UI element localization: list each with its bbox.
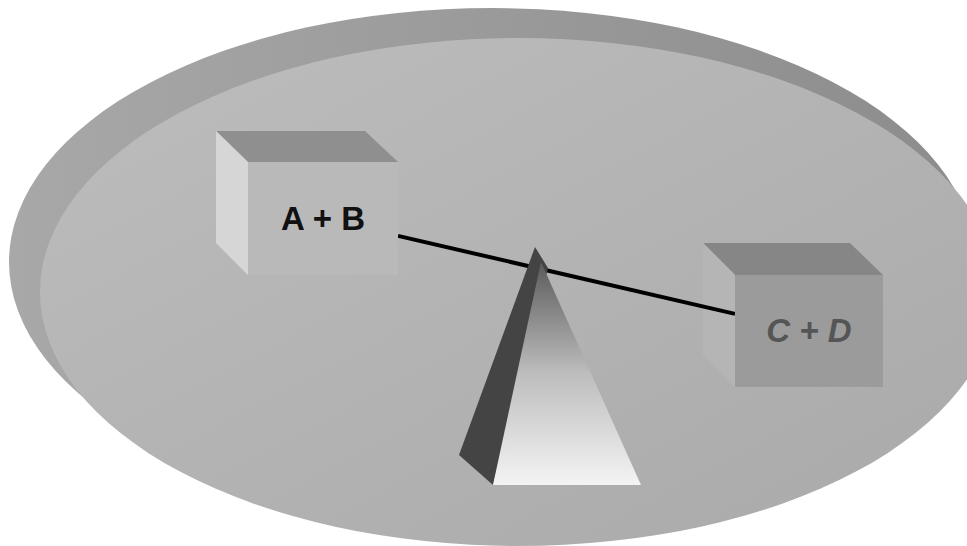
box-label: A + B: [281, 200, 365, 238]
cube-side: [216, 131, 248, 275]
box-label: C + D: [766, 312, 851, 350]
cube-side: [703, 243, 735, 387]
cube-top: [216, 131, 398, 162]
fulcrum-front: [493, 262, 641, 485]
disc-face: [40, 38, 967, 546]
seesaw-beam: [398, 236, 735, 314]
cube-box: A + B: [248, 162, 398, 275]
cube-box: C + D: [735, 275, 883, 387]
